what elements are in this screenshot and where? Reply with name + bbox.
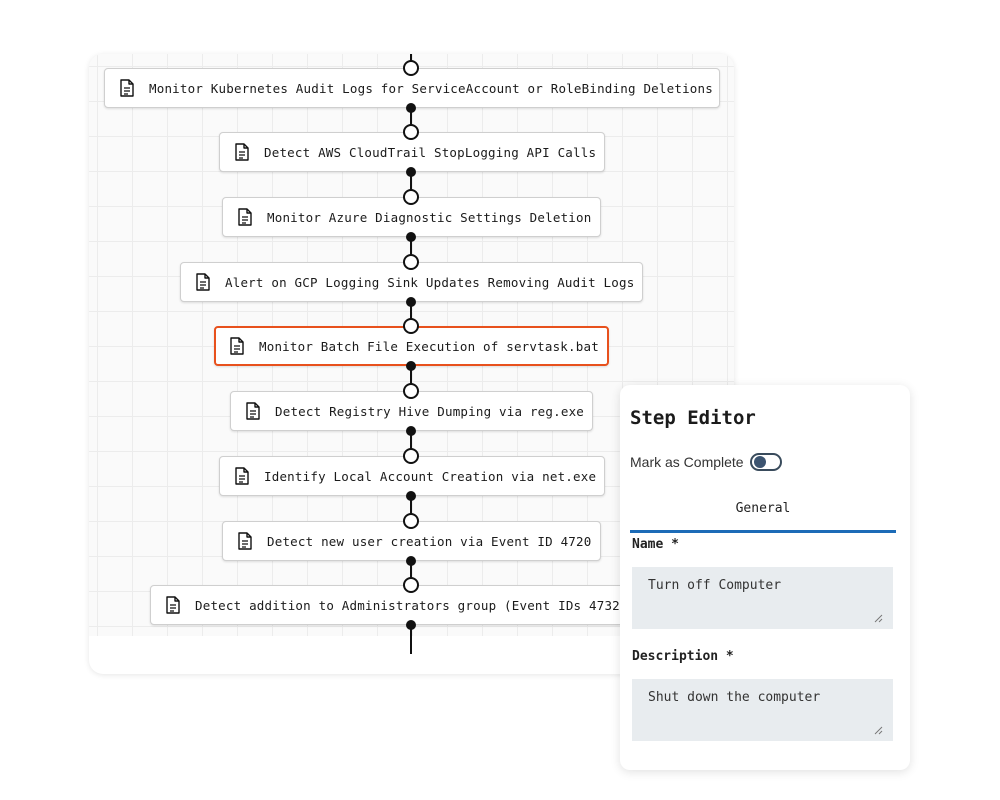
name-field-value: Turn off Computer [648,578,782,593]
mark-complete-row: Mark as Complete [630,453,782,471]
input-port[interactable] [403,124,419,140]
tab-general[interactable]: General [630,497,896,533]
description-field-value: Shut down the computer [648,690,821,705]
mark-complete-toggle[interactable] [749,453,782,471]
resize-grip-icon[interactable] [874,614,883,623]
connector-line [410,496,412,521]
connector-line [410,237,412,262]
input-port[interactable] [403,383,419,399]
resize-grip-icon[interactable] [874,726,883,735]
description-field[interactable]: Shut down the computer [632,679,893,741]
tab-general-label: General [735,501,791,516]
flow-node-label: Detect AWS CloudTrail StopLogging API Ca… [264,144,597,160]
input-port[interactable] [403,318,419,334]
flow-node-label: Detect addition to Administrators group … [195,597,628,613]
output-port[interactable] [406,297,416,307]
toggle-knob [753,456,766,468]
mark-complete-label: Mark as Complete [630,454,744,470]
input-port[interactable] [403,189,419,205]
output-port[interactable] [406,620,416,630]
document-icon [237,532,253,550]
input-port[interactable] [403,513,419,529]
output-port[interactable] [406,491,416,501]
flow-node-label: Alert on GCP Logging Sink Updates Removi… [225,274,635,290]
output-port[interactable] [406,426,416,436]
connector-line [410,302,412,326]
connector-line [410,108,412,132]
input-port[interactable] [403,60,419,76]
workflow-canvas-card: Monitor Kubernetes Audit Logs for Servic… [89,54,734,674]
flow-node[interactable]: Detect addition to Administrators group … [150,585,640,625]
output-port[interactable] [406,556,416,566]
description-field-label: Description * [632,649,734,664]
connector-line [410,561,412,585]
input-port[interactable] [403,448,419,464]
input-port[interactable] [403,254,419,270]
step-editor-panel: Step Editor Mark as Complete General Nam… [620,385,910,770]
document-icon [119,79,135,97]
flow-node-label: Detect Registry Hive Dumping via reg.exe [275,403,585,419]
document-icon [195,273,211,291]
connector-line [410,366,412,391]
name-field-label: Name * [632,537,679,552]
flow-node-label: Detect new user creation via Event ID 47… [267,533,592,549]
flow-node-label: Monitor Batch File Execution of servtask… [259,338,599,354]
output-port[interactable] [406,167,416,177]
connector-line [410,431,412,456]
document-icon [237,208,253,226]
output-port[interactable] [406,103,416,113]
input-port[interactable] [403,577,419,593]
flow-node-label: Monitor Kubernetes Audit Logs for Servic… [149,80,713,96]
flow-node-label: Identify Local Account Creation via net.… [264,468,597,484]
workflow-canvas[interactable]: Monitor Kubernetes Audit Logs for Servic… [89,54,734,654]
flow-node[interactable]: Monitor Azure Diagnostic Settings Deleti… [222,197,601,237]
output-port[interactable] [406,361,416,371]
flow-node-label: Monitor Azure Diagnostic Settings Deleti… [267,209,592,225]
output-port[interactable] [406,232,416,242]
connector-line [410,172,412,197]
document-icon [234,467,250,485]
step-editor-title: Step Editor [630,407,756,429]
document-icon [165,596,181,614]
connector-line [410,625,412,654]
flow-node[interactable]: Detect Registry Hive Dumping via reg.exe [230,391,593,431]
document-icon [234,143,250,161]
document-icon [245,402,261,420]
document-icon [229,337,245,355]
name-field[interactable]: Turn off Computer [632,567,893,629]
